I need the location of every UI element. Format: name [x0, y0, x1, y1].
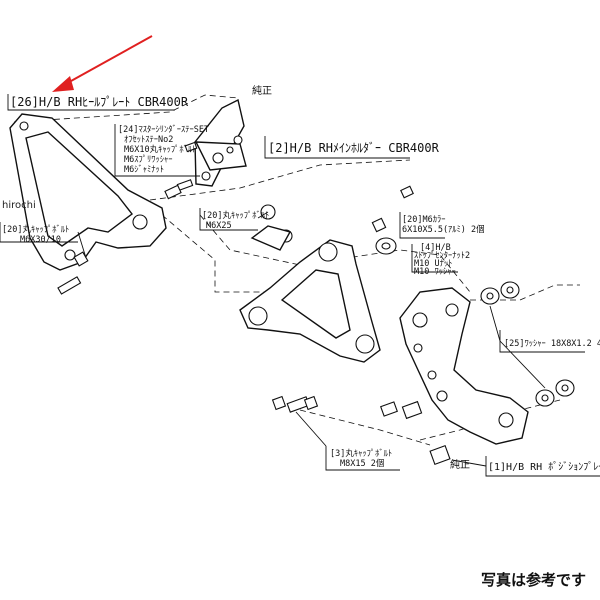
- bolt20-right-label-b: 6X10X5.5(ｱﾙﾐ) 2個: [402, 224, 485, 235]
- main-holder-label: [2]H/B RHﾒｲﾝﾎﾙﾀﾞｰ CBR400R: [268, 141, 440, 155]
- heel-plate-label: [26]H/B RHﾋｰﾙﾌﾟﾚｰﾄ CBR400R: [10, 95, 189, 109]
- junsei-top-label: 純正: [252, 84, 272, 97]
- master-stay-set-label: [24]ﾏｽﾀｰｼﾘﾝﾀﾞｰｽﾃｰSET: [118, 125, 209, 135]
- washers-part: [480, 281, 575, 407]
- bolt20-right-label-a: [20]M6ｶﾗｰ: [402, 215, 445, 225]
- bolt20-mid-label-a: [20]丸ｷｬｯﾌﾟﾎﾞﾙﾄ: [202, 210, 269, 221]
- stopper-nut-part: [371, 185, 414, 255]
- main-holder-part: [239, 204, 381, 363]
- stopper-label-a: [4]H/B: [420, 243, 451, 253]
- master-cylinder-stay-part: [176, 98, 247, 191]
- bolt20-left-label-a: [20]丸ｷｬｯﾌﾟﾎﾞﾙﾄ: [2, 224, 69, 235]
- watermark-text: hirochi: [2, 200, 36, 211]
- junsei-bottom-label: 純正: [450, 458, 470, 471]
- m6x10-bolt-label: M6X10丸ｷｬｯﾌﾟﾎﾞﾙﾄ: [124, 144, 196, 155]
- bolt20-mid-label-b: M6X25: [206, 221, 232, 231]
- heel-plate-part: [9, 113, 167, 271]
- bolt3-label-a: [3]丸ｷｬｯﾌﾟﾎﾞﾙﾄ: [330, 448, 392, 459]
- callout-labels: [26]H/B RHﾋｰﾙﾌﾟﾚｰﾄ CBR400R 純正 [24]ﾏｽﾀｰｼﾘ…: [2, 84, 600, 473]
- m6-nut-label: M6ｼﾞｬﾐﾅｯﾄ: [124, 165, 164, 175]
- m6-washer-label: M6ｽﾌﾟﾘﾜｯｼｬｰ: [124, 155, 173, 165]
- bolt3-label-b: M8X15 2個: [340, 458, 384, 469]
- position-plate-label: [1]H/B RH ﾎﾟｼﾞｼｮﾝﾌﾟﾚｰﾄ CE: [488, 461, 600, 473]
- footer-note: 写真は参考です: [480, 571, 586, 589]
- offset-stay-label: ｵﾌｾｯﾄｽﾃｰNo2: [124, 135, 173, 145]
- red-pointer-arrow: [52, 35, 153, 92]
- washer25-label: [25]ﾜｯｼｬｰ 18X8X1.2 4枚: [504, 338, 600, 349]
- stopper-label-c: M10 Uﾅｯﾄ: [414, 259, 452, 269]
- label-frames: [0, 94, 600, 477]
- stopper-label-b: ｽﾄｯﾌﾟｾﾝﾀｰﾅｯﾄ2: [414, 251, 470, 261]
- bolt20-left-label-b: M6X30/10: [20, 235, 61, 245]
- stopper-label-d: M10 ﾜｯｼｬｰ: [414, 267, 456, 277]
- bolts-part: [57, 184, 451, 466]
- position-plate-part: [399, 287, 529, 445]
